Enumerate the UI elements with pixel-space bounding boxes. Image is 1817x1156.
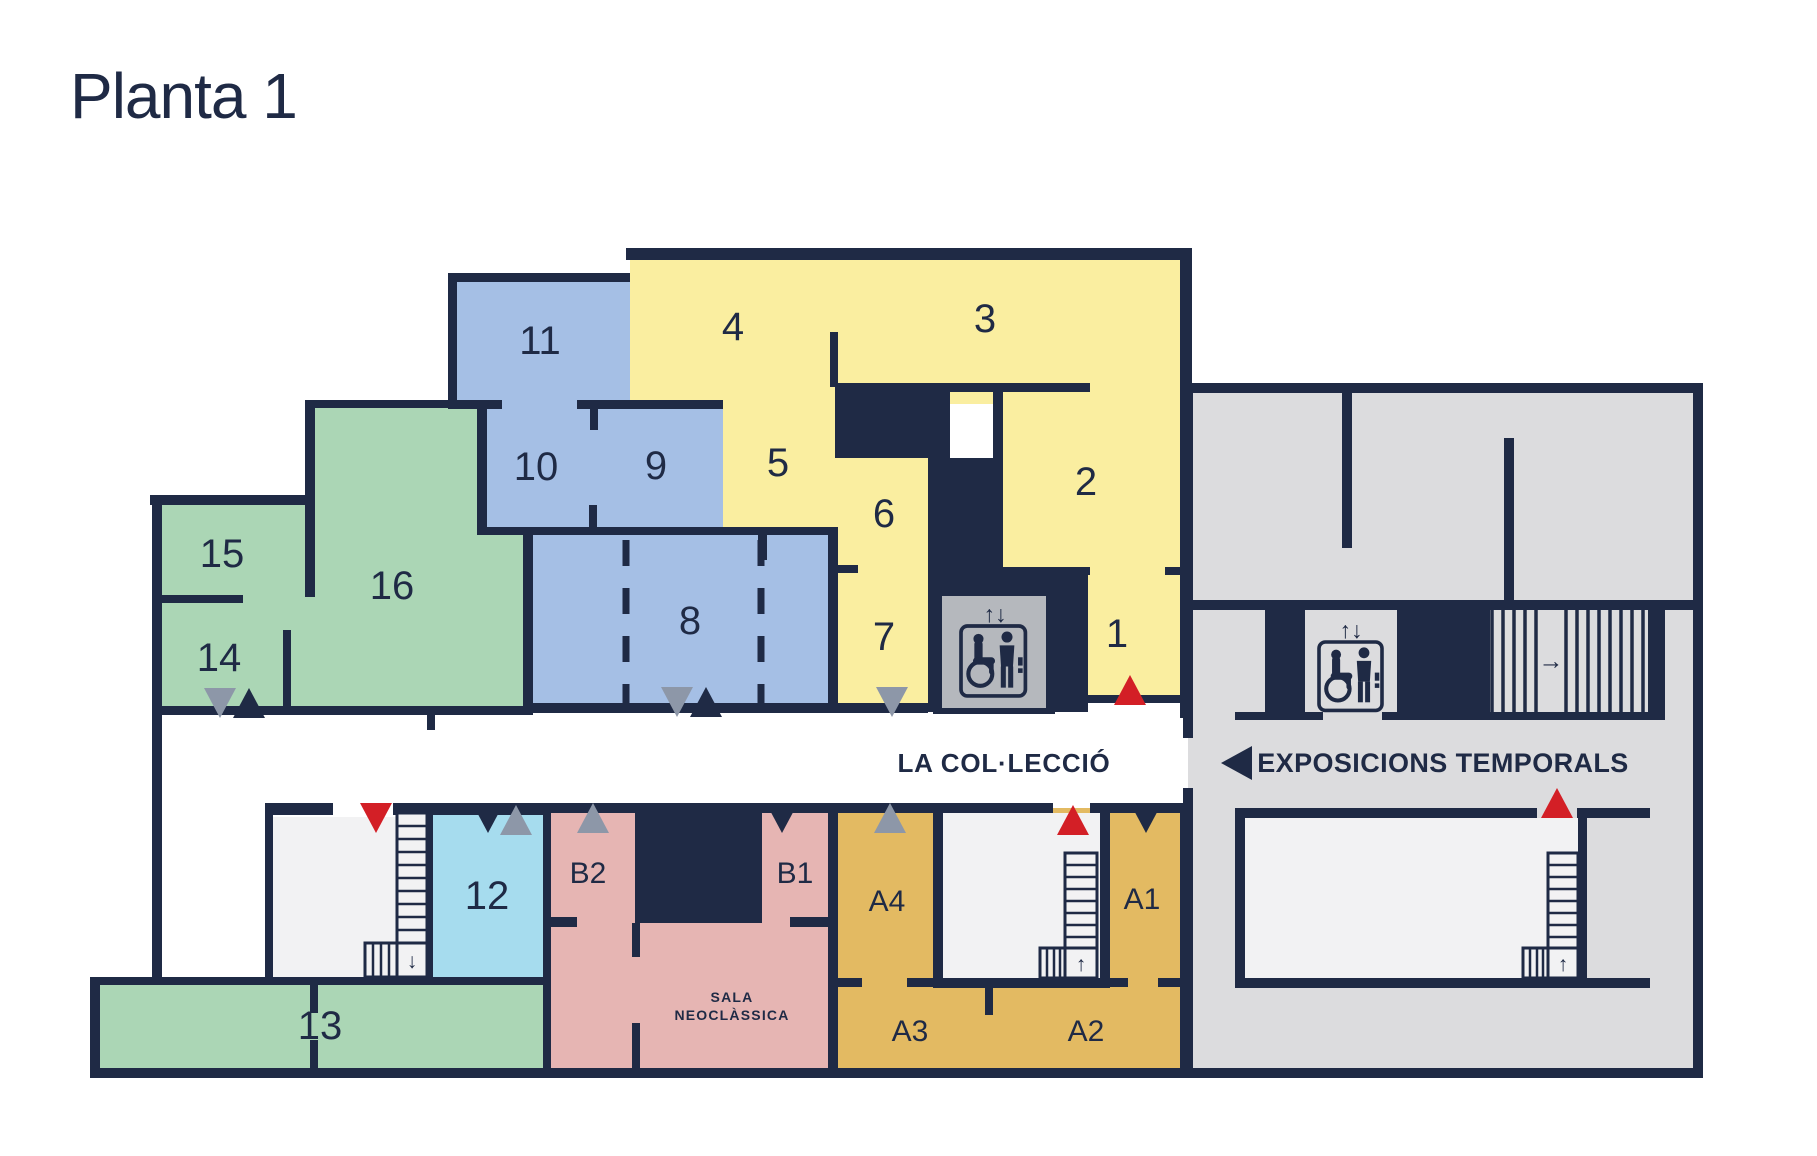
zone-green: [95, 404, 543, 1073]
room-label-9: 9: [645, 444, 667, 488]
escalator-right-arrow: →: [1539, 647, 1564, 675]
room-label-4: 4: [722, 305, 744, 349]
zone-blue: [452, 277, 833, 710]
zone-room12: [433, 813, 543, 977]
page-title: Planta 1: [70, 60, 297, 132]
elevator-temporals: ↑↓: [1319, 617, 1382, 710]
temporals-label: EXPOSICIONS TEMPORALS: [1257, 748, 1628, 778]
left-arrow-icon: [1221, 746, 1252, 780]
section-labels: LA COL·LECCIÓ EXPOSICIONS TEMPORALS: [897, 746, 1628, 780]
stairs-gold-up: ↑: [1038, 851, 1099, 980]
room-label-7: 7: [873, 615, 895, 659]
room-label-a2: A2: [1068, 1015, 1105, 1048]
room-label-15: 15: [200, 532, 245, 576]
room-label-b2: B2: [570, 857, 607, 890]
escalator-right: →: [1490, 610, 1648, 712]
room-label-14: 14: [197, 636, 242, 680]
sala-neoclassica-label-line2: NEOCLÀSSICA: [674, 1007, 789, 1023]
room-label-12: 12: [465, 874, 510, 918]
room-label-8: 8: [679, 599, 701, 643]
stairs-up-arrow: ↑: [1558, 953, 1569, 976]
room-label-10: 10: [514, 445, 559, 489]
room-label-16: 16: [370, 564, 415, 608]
stairs-down-arrow: ↓: [407, 950, 418, 973]
room-label-13: 13: [298, 1004, 343, 1048]
walls: [90, 248, 1703, 1078]
room-label-b1: B1: [777, 857, 814, 890]
room-label-a1: A1: [1124, 883, 1161, 916]
elevator-updown-arrows: ↑↓: [984, 601, 1007, 627]
room-label-1: 1: [1106, 612, 1128, 656]
room-label-6: 6: [873, 492, 895, 536]
stairs-left-down: ↓: [363, 811, 429, 979]
sala-neoclassica-label-line1: SALA: [711, 989, 754, 1005]
stairs-up-arrow: ↑: [1076, 953, 1087, 976]
room-label-5: 5: [767, 441, 789, 485]
room-label-a4: A4: [869, 885, 906, 918]
stairs-gray-up: ↑: [1521, 851, 1580, 980]
elevator-collection: ↑↓: [933, 587, 1055, 714]
room-label-2: 2: [1075, 460, 1097, 504]
room-label-a3: A3: [892, 1015, 929, 1048]
elevator-updown-arrows: ↑↓: [1340, 617, 1363, 643]
room-labels: 11 10 9 8 4 3 5 6 2 7 1 15 16 14 13 12 B…: [197, 297, 1161, 1048]
room-label-11: 11: [519, 319, 561, 363]
collection-label: LA COL·LECCIÓ: [897, 748, 1110, 778]
room-label-3: 3: [974, 297, 996, 341]
